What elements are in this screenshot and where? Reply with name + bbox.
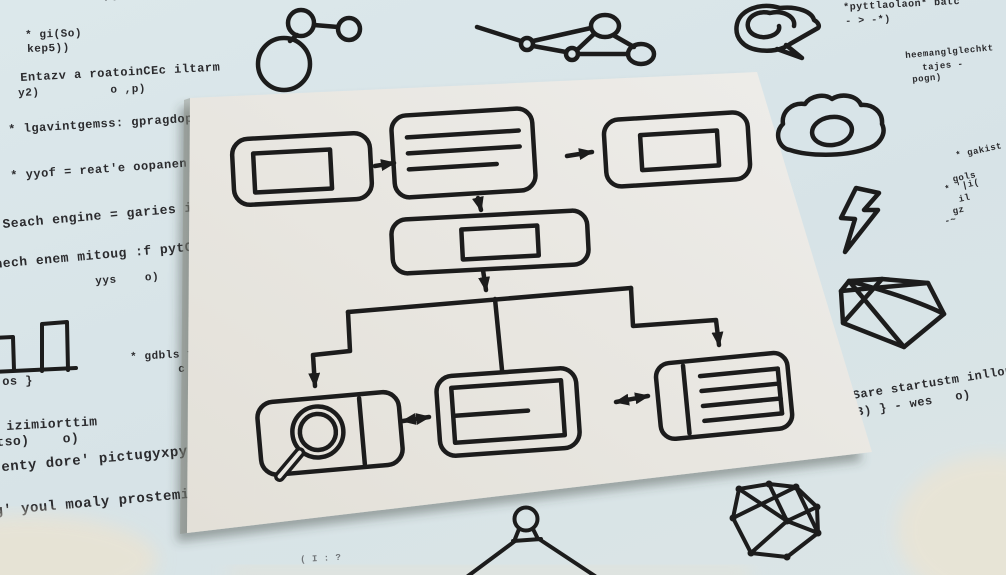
paper-sheet (180, 72, 872, 534)
flow-node-middle-card (389, 208, 591, 276)
flow-node-screen-panel (434, 366, 582, 458)
flow-node-list-panel (653, 350, 795, 442)
gem-icon (838, 276, 947, 350)
flow-node-top-left-card (229, 130, 375, 208)
network-graph-icon (474, 12, 657, 67)
lightning-bolt-icon (838, 185, 882, 255)
bar-chart-icon (0, 320, 78, 374)
geodesic-polygon-icon (729, 480, 822, 561)
desk-vignette (0, 455, 1006, 575)
flow-node-top-right-card (601, 110, 753, 189)
cloud-icon (775, 93, 886, 157)
speech-bubble-icon (734, 3, 822, 61)
person-marker-icon (466, 505, 597, 575)
magnifier-icon (274, 404, 346, 482)
flow-node-top-document (389, 106, 538, 200)
flowchart (229, 106, 795, 482)
flow-node-search-panel (255, 389, 405, 482)
molecule-icon (255, 7, 363, 93)
flow-connectors (308, 148, 724, 425)
